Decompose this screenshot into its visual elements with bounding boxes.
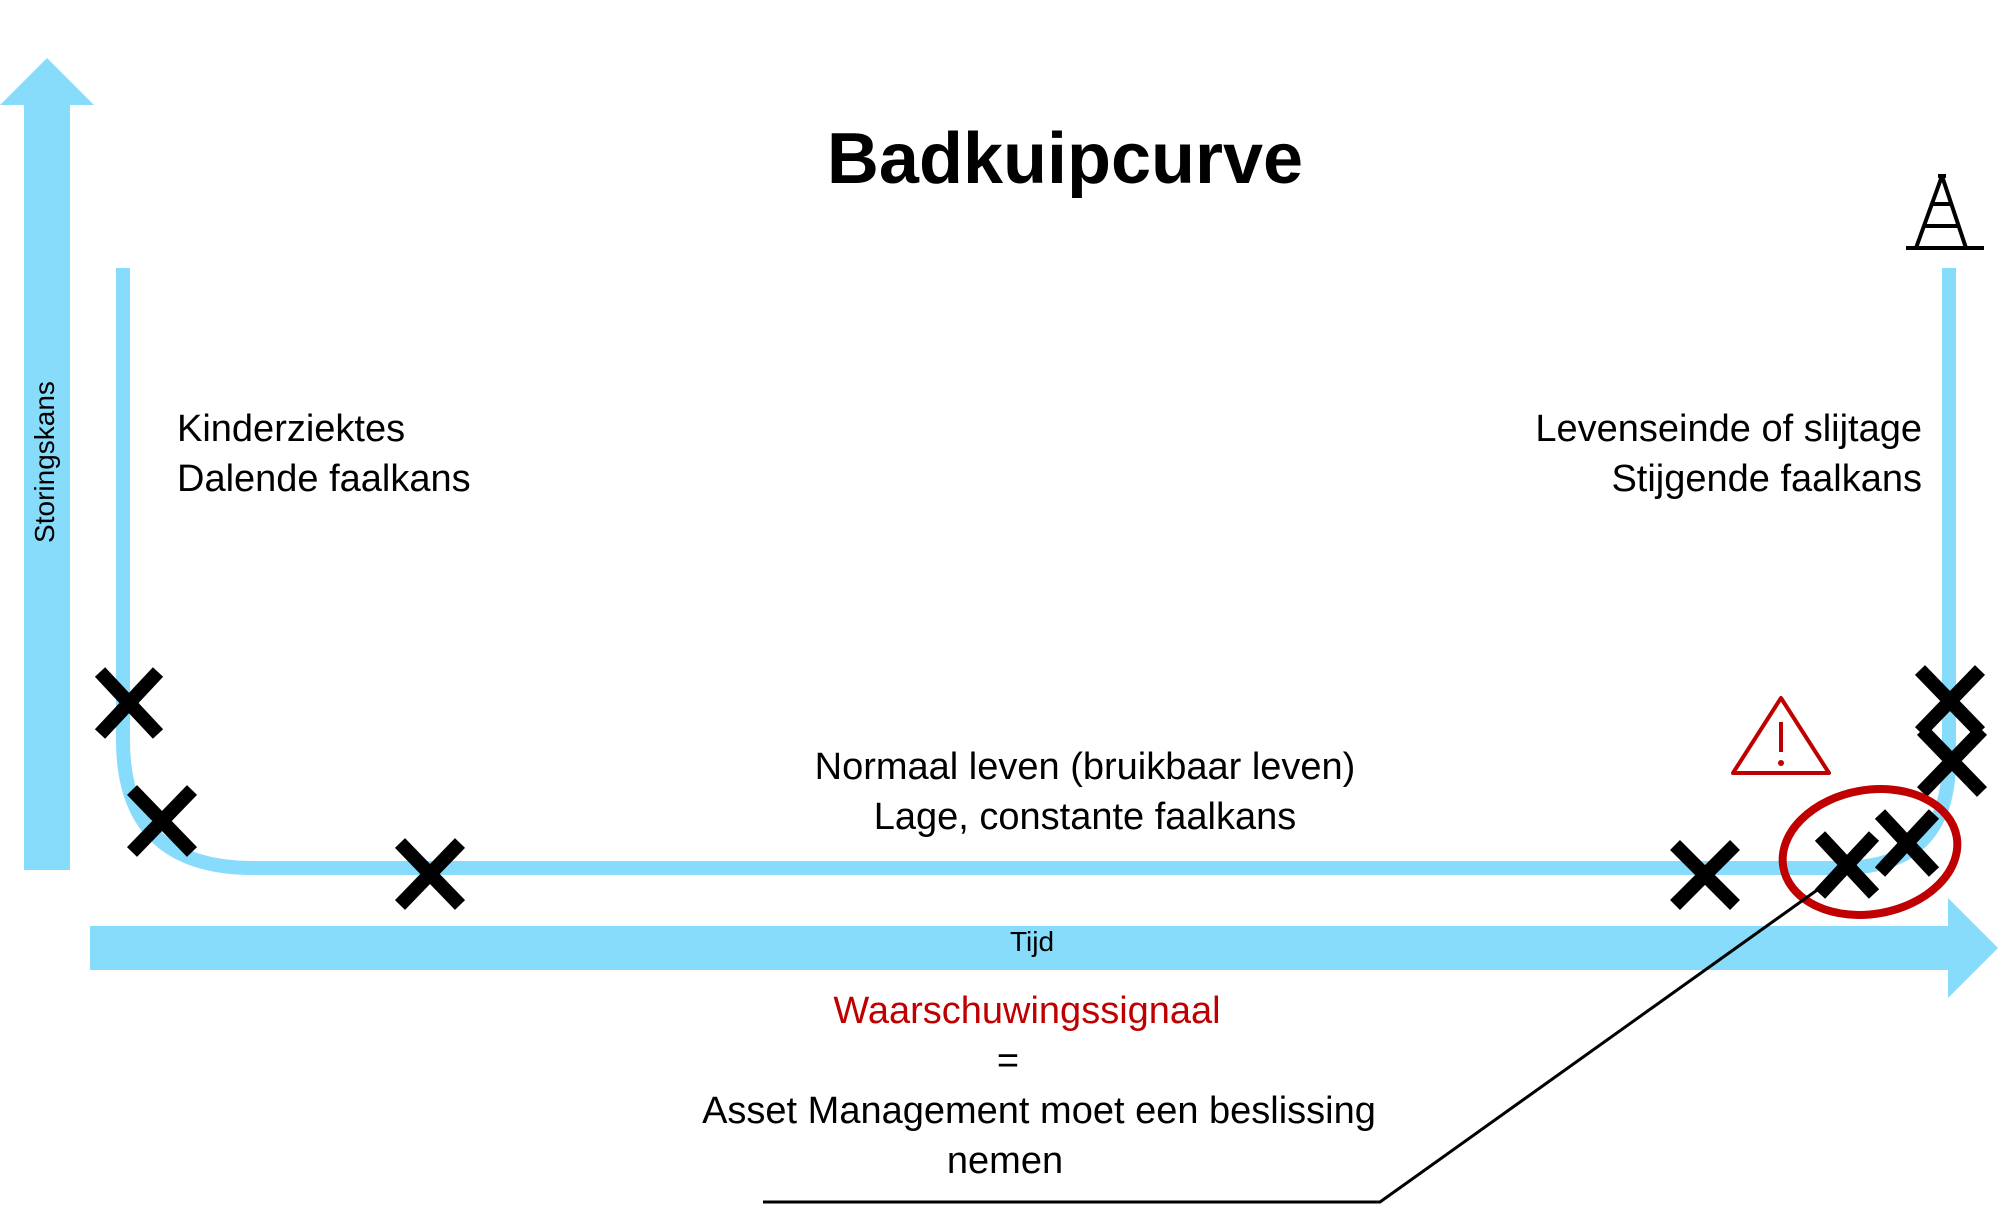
failure-cross-icon <box>1814 831 1880 899</box>
failure-cross-icon <box>1874 809 1940 877</box>
highlight-circle <box>1778 785 1962 919</box>
failure-cross-icon <box>1670 840 1740 910</box>
warning-signal-label: Waarschuwingssignaal <box>833 990 1221 1032</box>
x-axis-label: Tijd <box>1009 926 1055 957</box>
early-phase-title: Kinderziektes <box>177 408 406 450</box>
pylon-icon <box>1906 174 1984 250</box>
page-title: Badkuipcurve <box>826 119 1304 199</box>
failure-cross-icon <box>1916 725 1988 797</box>
failure-cross-icon <box>1914 665 1986 737</box>
end-phase-title: Levenseinde of slijtage <box>1535 408 1922 450</box>
failure-cross-icon <box>394 838 466 910</box>
early-phase-desc: Dalende faalkans <box>177 458 471 500</box>
failure-cross-icon <box>94 667 164 739</box>
normal-phase-title: Normaal leven (bruikbaar leven) <box>814 746 1356 788</box>
y-axis-arrow <box>0 58 94 870</box>
equals-sign: = <box>996 1040 1020 1082</box>
decision-note-line1: Asset Management moet een beslissing <box>702 1090 1376 1132</box>
end-phase-desc: Stijgende faalkans <box>1611 458 1922 500</box>
decision-note-line2: nemen <box>946 1140 1064 1182</box>
failure-cross-icon <box>126 785 198 857</box>
leader-line <box>763 886 1821 1204</box>
y-axis-label: Storingskans <box>29 381 60 543</box>
x-axis-arrow <box>90 898 1998 998</box>
normal-phase-desc: Lage, constante faalkans <box>873 796 1297 838</box>
warning-triangle-icon <box>1731 696 1831 775</box>
